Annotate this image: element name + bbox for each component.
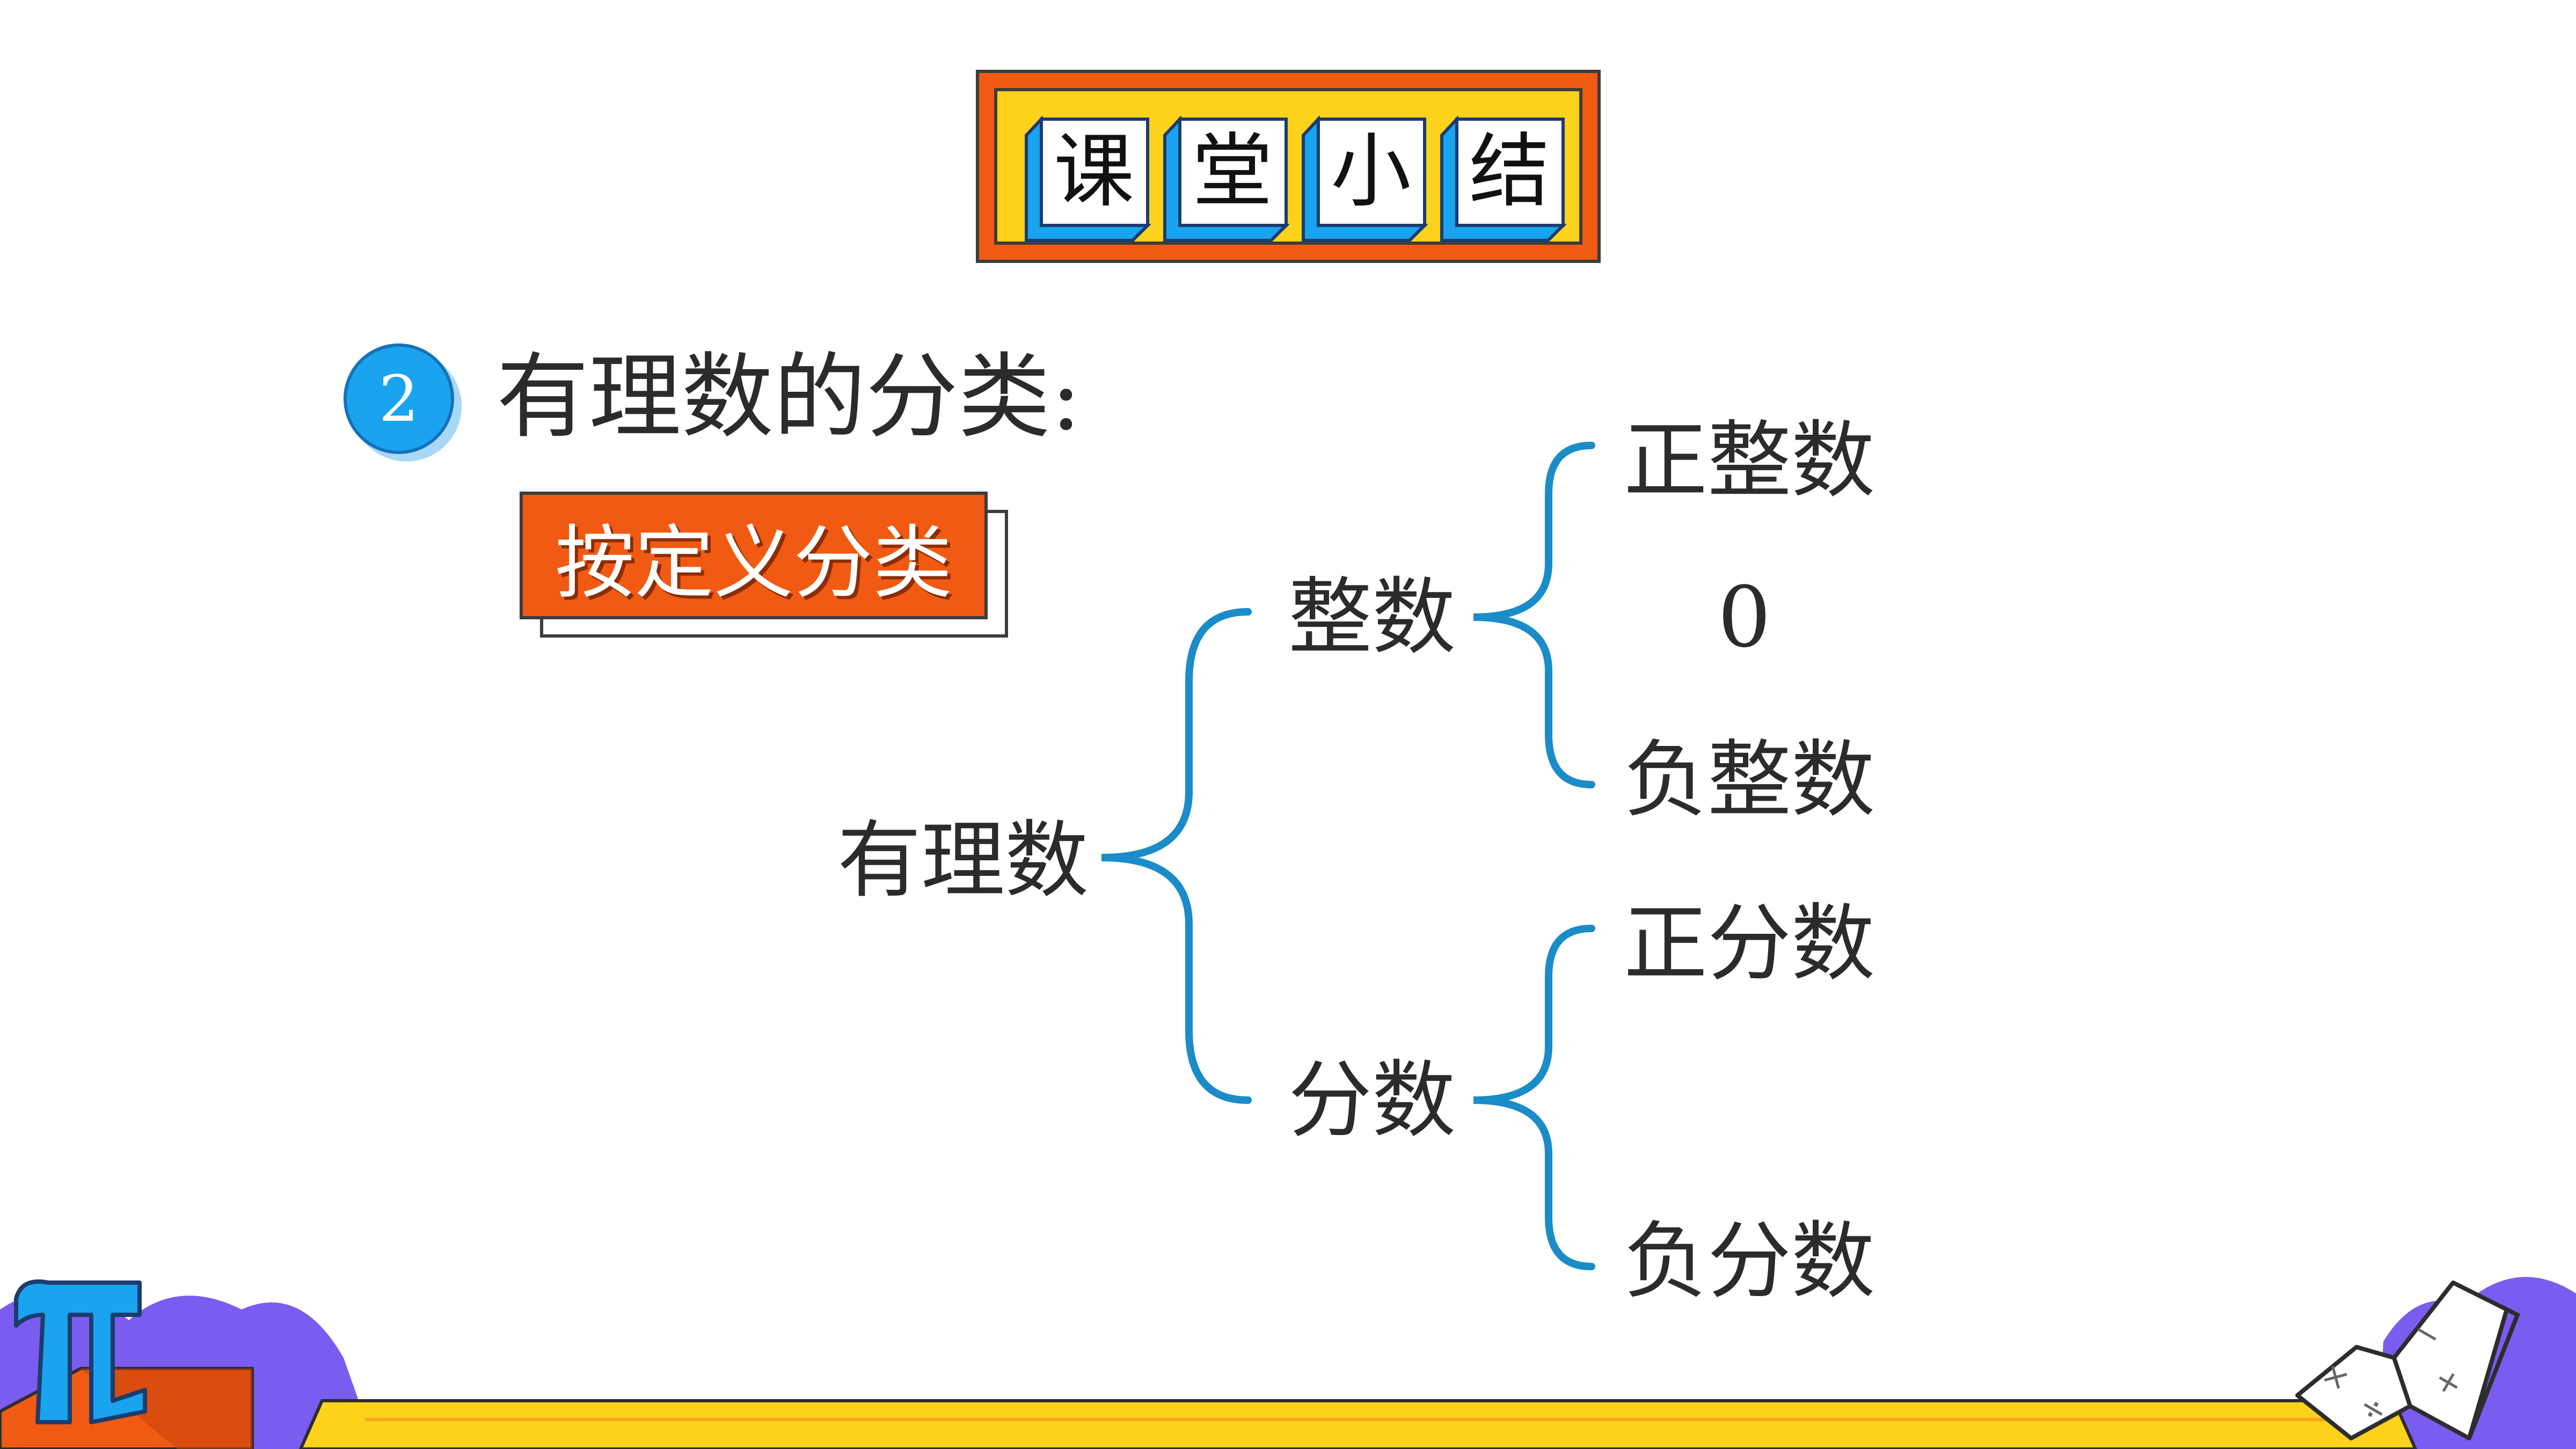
- tree-leaf-negative-fraction: 负分数: [1624, 1212, 1875, 1310]
- tree-integer-label: 整数: [1288, 568, 1456, 666]
- tree-leaf-positive-integer: 正整数: [1624, 412, 1875, 509]
- title-char: 堂: [1192, 125, 1273, 218]
- tree-leaf-positive-fraction: 正分数: [1624, 895, 1875, 992]
- title-tile-4: 结: [1439, 116, 1566, 244]
- title-char: 课: [1053, 125, 1134, 218]
- math-book-icon: × ÷ − +: [2295, 1280, 2521, 1440]
- tree-fraction-label: 分数: [1288, 1051, 1456, 1149]
- brace-root: [1101, 608, 1252, 1104]
- tree-root-label: 有理数: [837, 811, 1089, 909]
- title-banner: 课 堂 小 结: [976, 70, 1601, 263]
- section-number-badge: 2: [344, 343, 454, 454]
- tree-leaf-negative-integer: 负整数: [1624, 731, 1875, 829]
- brace-integer: [1473, 442, 1595, 788]
- footer-decoration: × ÷ − +: [0, 1277, 2576, 1449]
- classification-tag: 按定义分类: [520, 492, 988, 619]
- title-tile-1: 课: [1023, 116, 1151, 244]
- title-tile-3: 小: [1300, 116, 1428, 244]
- title-banner-inner: 课 堂 小 结: [994, 88, 1582, 245]
- title-char: 结: [1469, 125, 1550, 218]
- brace-fraction: [1473, 925, 1595, 1270]
- tree-leaf-zero: 0: [1718, 568, 1771, 666]
- section-title: 有理数的分类:: [497, 343, 1082, 451]
- title-tile-2: 堂: [1162, 116, 1289, 244]
- title-char: 小: [1330, 125, 1411, 218]
- pi-icon: [14, 1279, 147, 1424]
